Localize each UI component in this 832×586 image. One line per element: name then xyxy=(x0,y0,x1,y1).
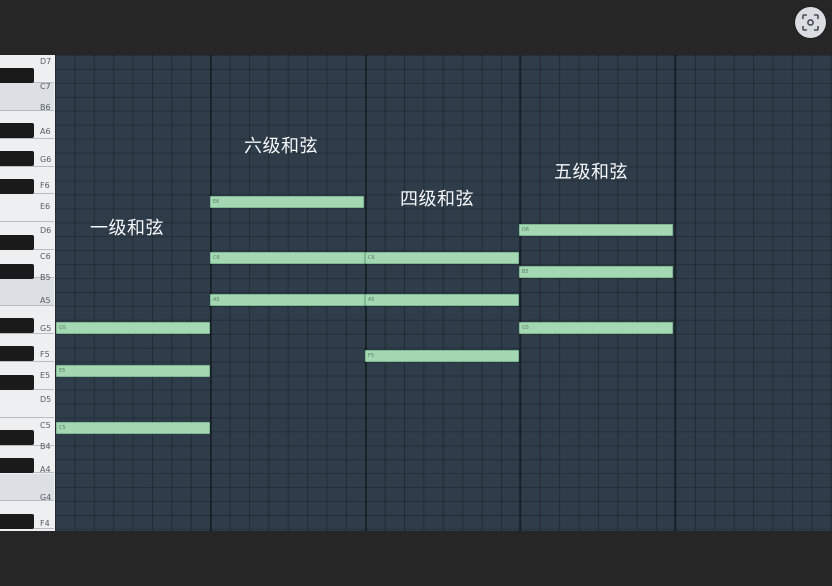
key-label: G6 xyxy=(40,155,52,164)
white-key[interactable] xyxy=(0,139,54,167)
note-label: C5 xyxy=(59,425,66,431)
note-label: E6 xyxy=(213,199,220,205)
white-key[interactable] xyxy=(0,473,54,502)
bar-line xyxy=(210,55,212,531)
key-label: F6 xyxy=(40,181,50,190)
note-grid[interactable] xyxy=(55,55,832,531)
key-label: B5 xyxy=(40,273,51,282)
white-key[interactable] xyxy=(0,195,54,223)
midi-note[interactable]: G5 xyxy=(56,322,210,334)
note-label: A5 xyxy=(368,297,375,303)
key-label: B4 xyxy=(40,442,51,451)
midi-note[interactable]: C6 xyxy=(365,252,519,264)
bar-line xyxy=(674,55,676,531)
key-label: E5 xyxy=(40,371,51,380)
note-label: G5 xyxy=(522,325,530,331)
midi-note[interactable]: F5 xyxy=(365,350,519,362)
key-label: D7 xyxy=(40,57,52,66)
black-key[interactable] xyxy=(0,68,34,83)
white-key[interactable] xyxy=(0,111,54,139)
key-label: A4 xyxy=(40,465,51,474)
note-label: D6 xyxy=(522,227,530,233)
chord-label-5: 五级和弦 xyxy=(554,162,628,183)
white-key[interactable] xyxy=(0,306,54,334)
black-key[interactable] xyxy=(0,458,34,473)
note-label: F5 xyxy=(368,353,375,359)
note-label: G5 xyxy=(59,325,67,331)
key-label: D6 xyxy=(40,226,52,235)
midi-note[interactable]: E5 xyxy=(56,365,210,377)
white-key[interactable] xyxy=(0,278,54,307)
midi-note[interactable]: A5 xyxy=(365,294,519,306)
note-label: C6 xyxy=(213,255,220,261)
white-key[interactable] xyxy=(0,334,54,362)
black-key[interactable] xyxy=(0,430,34,445)
key-label: C6 xyxy=(40,252,51,261)
black-key[interactable] xyxy=(0,235,34,250)
key-label: F5 xyxy=(40,350,50,359)
black-key[interactable] xyxy=(0,264,34,279)
key-label: B6 xyxy=(40,103,51,112)
white-key[interactable] xyxy=(0,82,54,111)
black-key[interactable] xyxy=(0,123,34,138)
top-bar xyxy=(0,0,832,55)
key-label: A6 xyxy=(40,127,51,136)
white-key[interactable] xyxy=(0,418,54,446)
lens-search-icon xyxy=(802,14,819,31)
midi-note[interactable]: D6 xyxy=(519,224,673,236)
black-key[interactable] xyxy=(0,514,34,529)
key-label: D5 xyxy=(40,395,52,404)
key-label: G4 xyxy=(40,493,52,502)
piano-roll: D7 C7 B6 A6 G6 F6 E6 D6 C6 B5 A5 G5 F5 E… xyxy=(0,55,832,531)
piano-keyboard: D7 C7 B6 A6 G6 F6 E6 D6 C6 B5 A5 G5 F5 E… xyxy=(0,55,56,531)
note-label: B5 xyxy=(522,269,529,275)
black-key[interactable] xyxy=(0,346,34,361)
key-label: C5 xyxy=(40,421,51,430)
black-key[interactable] xyxy=(0,151,34,166)
chord-label-6: 六级和弦 xyxy=(244,136,318,157)
bar-line xyxy=(519,55,521,531)
note-label: E5 xyxy=(59,368,66,374)
white-key[interactable] xyxy=(0,390,54,418)
lens-search-button[interactable] xyxy=(795,7,826,38)
key-label: E6 xyxy=(40,202,51,211)
midi-note[interactable]: A5 xyxy=(210,294,365,306)
key-label: C7 xyxy=(40,82,51,91)
black-key[interactable] xyxy=(0,375,34,390)
note-label: C6 xyxy=(368,255,375,261)
midi-note[interactable]: G5 xyxy=(519,322,673,334)
black-key[interactable] xyxy=(0,179,34,194)
midi-note[interactable]: E6 xyxy=(210,196,364,208)
chord-label-4: 四级和弦 xyxy=(400,189,474,210)
key-label: G5 xyxy=(40,324,52,333)
key-label: A5 xyxy=(40,296,51,305)
bottom-bar xyxy=(0,531,832,586)
bar-line xyxy=(365,55,367,531)
chord-label-1: 一级和弦 xyxy=(90,218,164,239)
note-label: A5 xyxy=(213,297,220,303)
midi-note[interactable]: C5 xyxy=(56,422,210,434)
black-key[interactable] xyxy=(0,318,34,333)
midi-note[interactable]: B5 xyxy=(519,266,673,278)
midi-note[interactable]: C6 xyxy=(210,252,365,264)
key-label: F4 xyxy=(40,519,50,528)
